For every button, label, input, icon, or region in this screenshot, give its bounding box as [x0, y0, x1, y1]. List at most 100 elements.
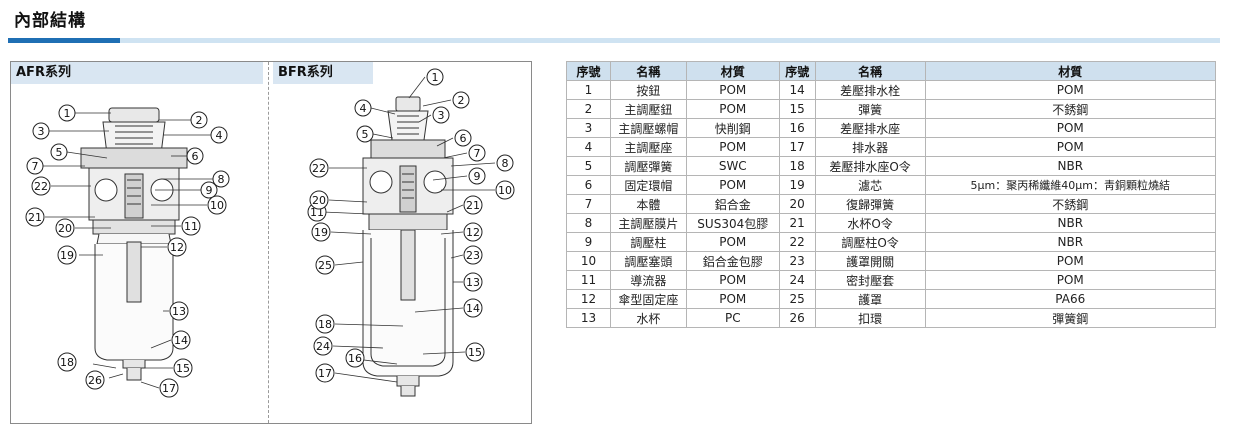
- bfr-callout-21: 21: [463, 195, 483, 215]
- bfr-callout-9: 9: [468, 167, 486, 185]
- table-cell: 水杯O令: [814, 213, 926, 233]
- svg-text:14: 14: [174, 334, 188, 347]
- table-cell: 24: [778, 270, 816, 290]
- structure-diagram-panel: AFR系列 BFR系列: [10, 61, 532, 424]
- afr-callout-11: 11: [181, 216, 201, 236]
- table-cell: 鋁合金包膠: [685, 251, 780, 271]
- svg-text:5: 5: [362, 128, 369, 141]
- afr-callout-5: 5: [50, 143, 68, 161]
- afr-callout-19: 19: [57, 245, 77, 265]
- table-cell: POM: [685, 99, 780, 119]
- table-cell: POM: [685, 137, 780, 157]
- afr-callouts: 1 2 3 4 5 6 7 8 9 10 11 12 13 14 15 17 1…: [25, 104, 230, 398]
- table-cell: POM: [924, 80, 1217, 100]
- bfr-callout-20: 20: [309, 190, 329, 210]
- table-cell: 21: [778, 213, 816, 233]
- table-cell: 26: [778, 308, 816, 328]
- svg-text:15: 15: [468, 346, 482, 359]
- table-cell: 23: [778, 251, 816, 271]
- afr-callout-2: 2: [190, 111, 208, 129]
- svg-text:12: 12: [466, 226, 480, 239]
- svg-text:11: 11: [184, 220, 198, 233]
- bfr-callout-14: 14: [463, 298, 483, 318]
- afr-callout-1: 1: [58, 104, 76, 122]
- svg-text:20: 20: [58, 222, 72, 235]
- table-cell: NBR: [924, 156, 1217, 176]
- bfr-callout-1: 1: [426, 68, 444, 86]
- cross-section-drawings: 1 2 3 4 5 6 7 8 9 10 11 12 13 14 15 17 1…: [25, 68, 515, 398]
- table-cell: 14: [778, 80, 816, 100]
- table-cell: 10: [566, 251, 611, 271]
- table-cell: POM: [685, 289, 780, 309]
- table-cell: SUS304包膠: [685, 213, 780, 233]
- svg-text:13: 13: [466, 276, 480, 289]
- svg-text:7: 7: [474, 147, 481, 160]
- afr-callout-12: 12: [167, 237, 187, 257]
- table-cell: POM: [924, 118, 1217, 138]
- afr-callout-18: 18: [57, 352, 77, 372]
- table-cell: 復歸彈簧: [814, 194, 926, 214]
- bfr-callout-5: 5: [356, 125, 374, 143]
- table-cell: 不銹鋼: [924, 99, 1217, 119]
- table-cell: POM: [685, 270, 780, 290]
- afr-callout-14: 14: [171, 330, 191, 350]
- afr-callout-15: 15: [173, 358, 193, 378]
- title-rule: [8, 38, 1220, 43]
- table-cell: 3: [566, 118, 611, 138]
- bfr-callout-22: 22: [309, 158, 329, 178]
- svg-text:8: 8: [218, 173, 225, 186]
- table-cell: 差壓排水座: [814, 118, 926, 138]
- table-cell: 濾芯: [814, 175, 926, 195]
- table-cell: 17: [778, 137, 816, 157]
- col-header-material-2: 材質: [924, 61, 1217, 81]
- bfr-callout-18: 18: [315, 314, 335, 334]
- afr-callout-4: 4: [210, 126, 228, 144]
- col-header-no: 序號: [566, 61, 611, 81]
- afr-callout-26: 26: [85, 370, 105, 390]
- bfr-callout-23: 23: [463, 245, 483, 265]
- table-header-row: 序號 名稱 材質 序號 名稱 材質: [566, 61, 1217, 81]
- afr-callout-22: 22: [31, 176, 51, 196]
- svg-text:21: 21: [466, 199, 480, 212]
- svg-text:17: 17: [318, 367, 332, 380]
- bfr-callout-4: 4: [354, 99, 372, 117]
- table-cell: 4: [566, 137, 611, 157]
- bfr-series-label: BFR系列: [273, 62, 373, 84]
- table-cell: 調壓彈簧: [609, 156, 687, 176]
- svg-text:16: 16: [348, 352, 362, 365]
- table-cell: PA66: [924, 289, 1217, 309]
- table-cell: 調壓塞頭: [609, 251, 687, 271]
- svg-text:18: 18: [318, 318, 332, 331]
- afr-callout-6: 6: [186, 147, 204, 165]
- table-cell: 護罩: [814, 289, 926, 309]
- table-cell: POM: [924, 270, 1217, 290]
- table-cell: 排水器: [814, 137, 926, 157]
- table-cell: POM: [924, 251, 1217, 271]
- svg-text:9: 9: [474, 170, 481, 183]
- svg-text:1: 1: [432, 71, 439, 84]
- bfr-callout-24: 24: [313, 336, 333, 356]
- table-cell: 鋁合金: [685, 194, 780, 214]
- svg-text:19: 19: [60, 249, 74, 262]
- table-cell: NBR: [924, 232, 1217, 252]
- table-cell: 調壓柱: [609, 232, 687, 252]
- table-cell: POM: [685, 175, 780, 195]
- table-cell: 16: [778, 118, 816, 138]
- svg-text:4: 4: [360, 102, 367, 115]
- bfr-callout-7: 7: [468, 144, 486, 162]
- table-cell: 扣環: [814, 308, 926, 328]
- table-cell: NBR: [924, 213, 1217, 233]
- svg-text:25: 25: [318, 259, 332, 272]
- table-cell: 快削鋼: [685, 118, 780, 138]
- table-cell: POM: [685, 232, 780, 252]
- svg-text:24: 24: [316, 340, 330, 353]
- table-cell: 傘型固定座: [609, 289, 687, 309]
- svg-text:20: 20: [312, 194, 326, 207]
